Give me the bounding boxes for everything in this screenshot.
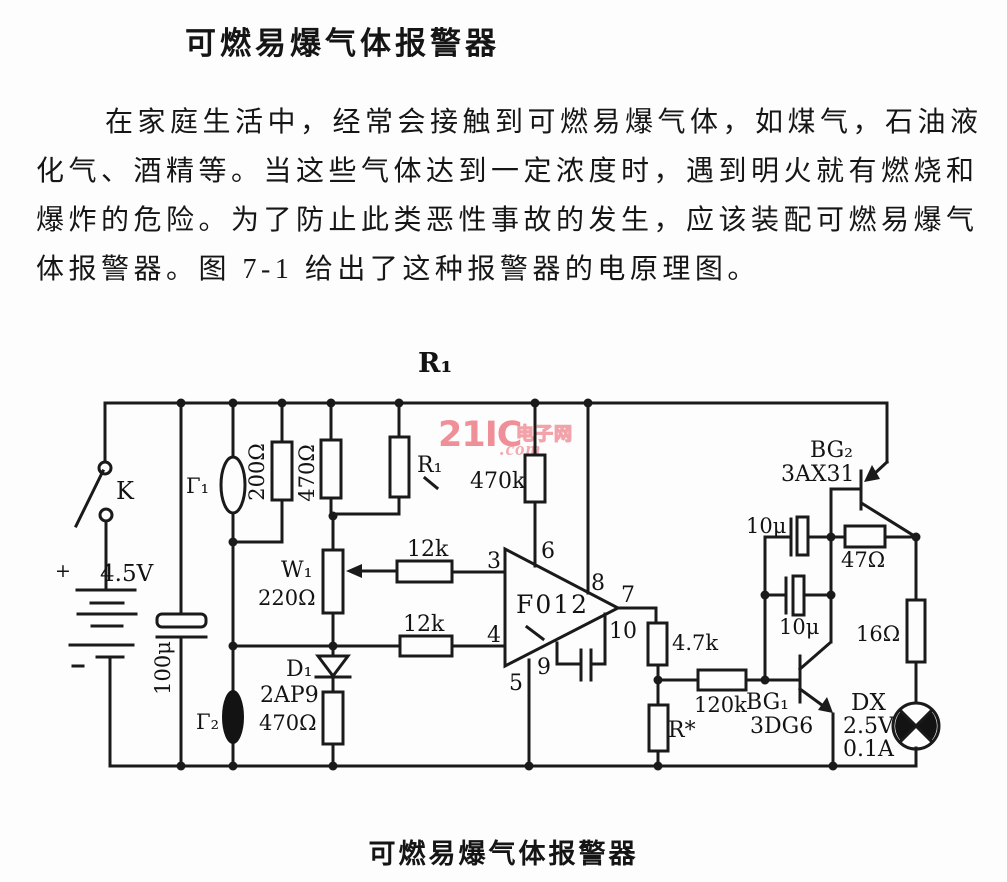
resistor-120k — [696, 668, 748, 692]
label-r-16: 16Ω — [856, 622, 900, 646]
page-title: 可燃易爆气体报警器 — [185, 26, 500, 61]
switch-k — [73, 460, 114, 529]
label-w1: W₁ — [281, 558, 312, 583]
label-pin10: 10 — [609, 619, 637, 644]
label-r-4k7: 4.7k — [672, 631, 718, 655]
body-text-line: 爆炸的危险。为了防止此类恶性事故的发生，应该装配可燃易爆气 — [36, 205, 979, 236]
label-cap-100u: 100μ — [151, 641, 175, 695]
label-bg2: BG₂ — [810, 438, 853, 463]
label-cap-10u-upper: 10μ — [746, 514, 786, 538]
resistor-47 — [843, 524, 887, 549]
label-pin3: 3 — [487, 549, 501, 574]
label-battery-plus: + — [55, 560, 71, 582]
lamp-dx — [891, 701, 941, 751]
label-cap-10u-lower: 10μ — [779, 615, 819, 639]
label-pin4: 4 — [487, 623, 501, 648]
potentiometer-w1 — [321, 548, 399, 615]
gas-sensor-element-2 — [222, 690, 244, 744]
label-12k-upper: 12k — [407, 537, 449, 562]
resistor-12k-lower — [398, 634, 454, 658]
label-r-470-bottom: 470Ω — [259, 711, 317, 735]
resistor-470-bottom — [321, 690, 345, 746]
body-text-line: 化气、酒精等。当这些气体达到一定浓度时，遇到明火就有燃烧和 — [36, 156, 979, 187]
body-text-line: 在家庭生活中，经常会接触到可燃易爆气体，如煤气，石油液 — [105, 107, 983, 138]
label-r-470-top: 470Ω — [295, 444, 319, 502]
body-text-line: 体报警器。图 7-1 给出了这种报警器的电原理图。 — [36, 254, 760, 285]
transistor-bg2 — [859, 459, 919, 540]
label-sensor-2: Γ₂ — [196, 710, 219, 734]
label-d1-type: 2AP9 — [260, 683, 319, 708]
resistor-200 — [270, 440, 294, 502]
transistor-bg1 — [797, 594, 835, 768]
resistor-12k-upper — [395, 559, 454, 584]
label-d1: D₁ — [286, 657, 312, 682]
label-r-star: R* — [668, 718, 696, 743]
label-opamp: F012 — [516, 590, 589, 619]
resistor-470k — [523, 453, 547, 504]
wiper-arrow-icon — [346, 564, 362, 578]
resistor-16 — [905, 598, 927, 664]
label-sensor-1: Γ₁ — [186, 474, 209, 498]
diode-d1 — [314, 654, 352, 679]
label-pin7: 7 — [621, 583, 635, 608]
label-switch-k: K — [116, 477, 135, 505]
stray-tick-mark — [524, 624, 546, 642]
figure-caption: 可燃易爆气体报警器 — [368, 839, 639, 869]
label-bg1-type: 3DG6 — [750, 714, 813, 739]
label-pin8: 8 — [591, 571, 605, 596]
watermark-brand: 21IC — [438, 415, 522, 455]
label-pin9: 9 — [537, 655, 551, 680]
gas-sensor-element-1 — [219, 455, 247, 515]
watermark-site-name: 电子网 — [515, 423, 573, 444]
label-r-47: 47Ω — [841, 548, 885, 572]
resistor-r1 — [388, 435, 411, 499]
label-pin6: 6 — [541, 539, 555, 564]
label-lamp-voltage: 2.5V — [843, 714, 895, 739]
stray-tick-mark — [422, 475, 440, 491]
resistor-4k7 — [646, 621, 669, 667]
label-12k-lower: 12k — [403, 612, 445, 637]
capacitor-10u-upper — [789, 515, 810, 557]
label-battery-voltage: 4.5V — [100, 561, 154, 587]
capacitor-100u — [155, 612, 208, 639]
label-r-120k: 120k — [694, 693, 747, 717]
label-bg1: BG₁ — [746, 690, 789, 715]
emitter-arrow-icon — [818, 697, 833, 713]
capacitor-pin9-10 — [579, 648, 593, 682]
opamp-f012 — [503, 546, 622, 669]
emitter-arrow-icon — [864, 465, 880, 482]
label-r-200: 200Ω — [245, 443, 269, 501]
label-pin5: 5 — [509, 671, 523, 696]
battery-4v5 — [68, 588, 138, 668]
circuit-wires — [103, 401, 918, 768]
resistor-470-top — [319, 438, 343, 500]
label-lamp-current: 0.1A — [843, 737, 895, 762]
label-w1-value: 220Ω — [258, 586, 316, 610]
junction-dots — [176, 398, 921, 771]
label-lamp-dx: DX — [851, 690, 886, 716]
label-r1-resistor: R₁ — [417, 453, 442, 478]
capacitor-10u-lower — [784, 574, 806, 617]
label-r-470k: 470k — [470, 469, 526, 494]
label-bg2-type: 3AX31 — [781, 462, 855, 487]
label-r1-rail: R₁ — [418, 348, 452, 379]
resistor-r-star — [647, 703, 670, 753]
